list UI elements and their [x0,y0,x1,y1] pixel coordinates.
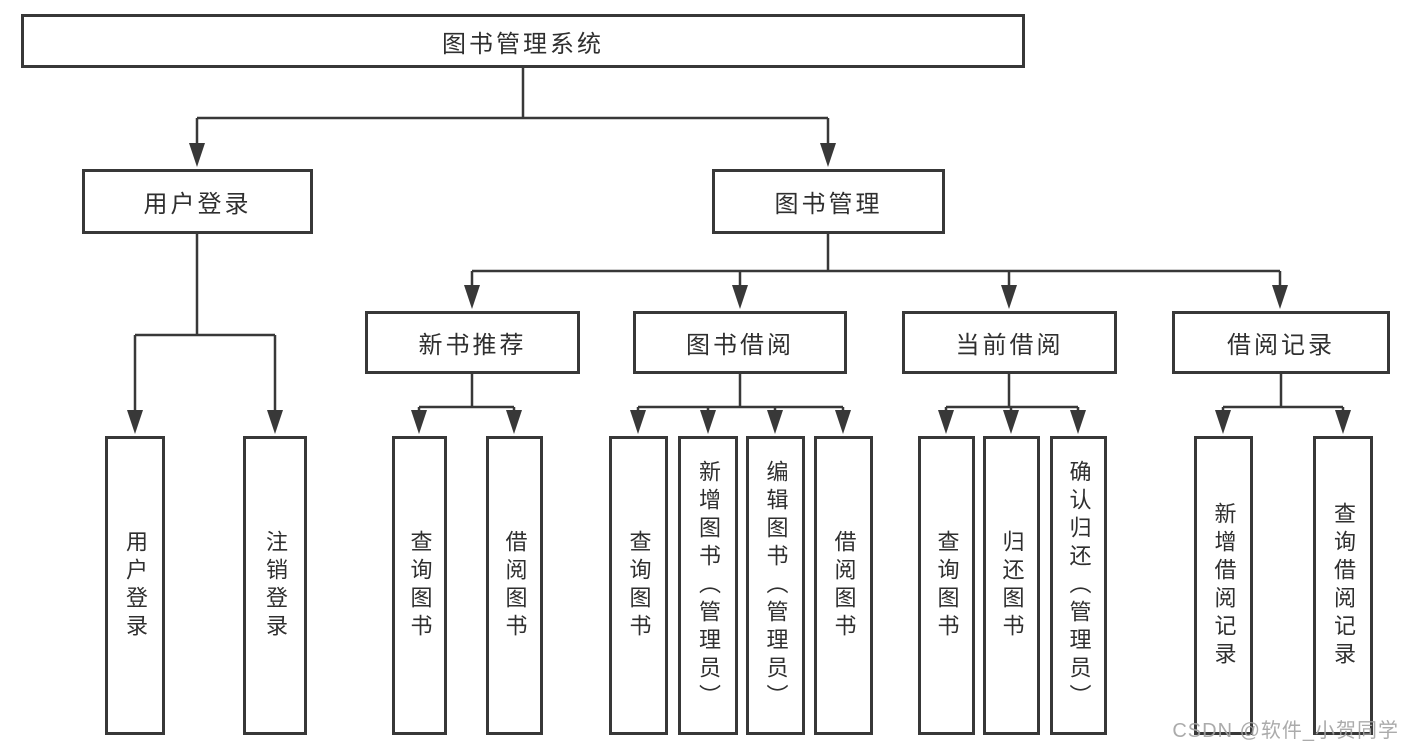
node-library-management-system: 图书管理系统 [21,14,1025,68]
node-borrowing-records: 借阅记录 [1172,311,1390,374]
leaf-current-query-books: 查询图书 [918,436,975,735]
node-label: 新书推荐 [418,332,527,359]
node-label: 图书管理 [774,191,883,218]
leaf-return-books: 归还图书 [983,436,1040,735]
node-label: 注销登录 [263,529,288,642]
node-label: 用户登录 [123,529,148,642]
node-book-management-branch: 图书管理 [712,169,945,234]
leaf-borrow-books: 借阅图书 [814,436,873,735]
leaf-user-login: 用户登录 [105,436,165,735]
leaf-borrowing-query-books: 查询图书 [609,436,668,735]
leaf-recommend-borrow-books: 借阅图书 [486,436,543,735]
node-user-login-branch: 用户登录 [82,169,313,234]
node-label: 图书借阅 [686,332,794,359]
leaf-edit-books-admin: 编辑图书（管理员） [746,436,805,735]
node-label: 编辑图书（管理员） [763,459,789,712]
leaf-logout: 注销登录 [243,436,307,735]
node-label: 图书管理系统 [442,30,604,58]
leaf-query-borrow-record: 查询借阅记录 [1313,436,1373,735]
leaf-confirm-return-admin: 确认归还（管理员） [1050,436,1107,735]
arrowheads [127,143,1351,434]
node-label: 借阅记录 [1227,332,1335,359]
node-label: 借阅图书 [502,529,528,642]
leaf-add-books-admin: 新增图书（管理员） [678,436,738,735]
node-label: 确认归还（管理员） [1066,459,1092,712]
csdn-watermark: CSDN @软件_小贺同学 [1172,720,1399,742]
leaf-add-borrow-record: 新增借阅记录 [1194,436,1253,735]
node-current-borrowing: 当前借阅 [902,311,1117,374]
node-label: 借阅图书 [831,529,857,642]
node-label: 新增借阅记录 [1211,501,1237,670]
node-label: 查询图书 [934,529,960,642]
leaf-recommend-query-books: 查询图书 [392,436,447,735]
node-label: 查询借阅记录 [1331,501,1356,670]
node-book-borrowing: 图书借阅 [633,311,847,374]
node-label: 归还图书 [999,529,1025,642]
node-new-book-recommend: 新书推荐 [365,311,580,374]
node-label: 查询图书 [626,529,652,642]
node-label: 新增图书（管理员） [696,459,721,712]
node-label: 查询图书 [407,529,433,642]
node-label: 当前借阅 [955,332,1064,359]
node-label: 用户登录 [143,191,252,218]
